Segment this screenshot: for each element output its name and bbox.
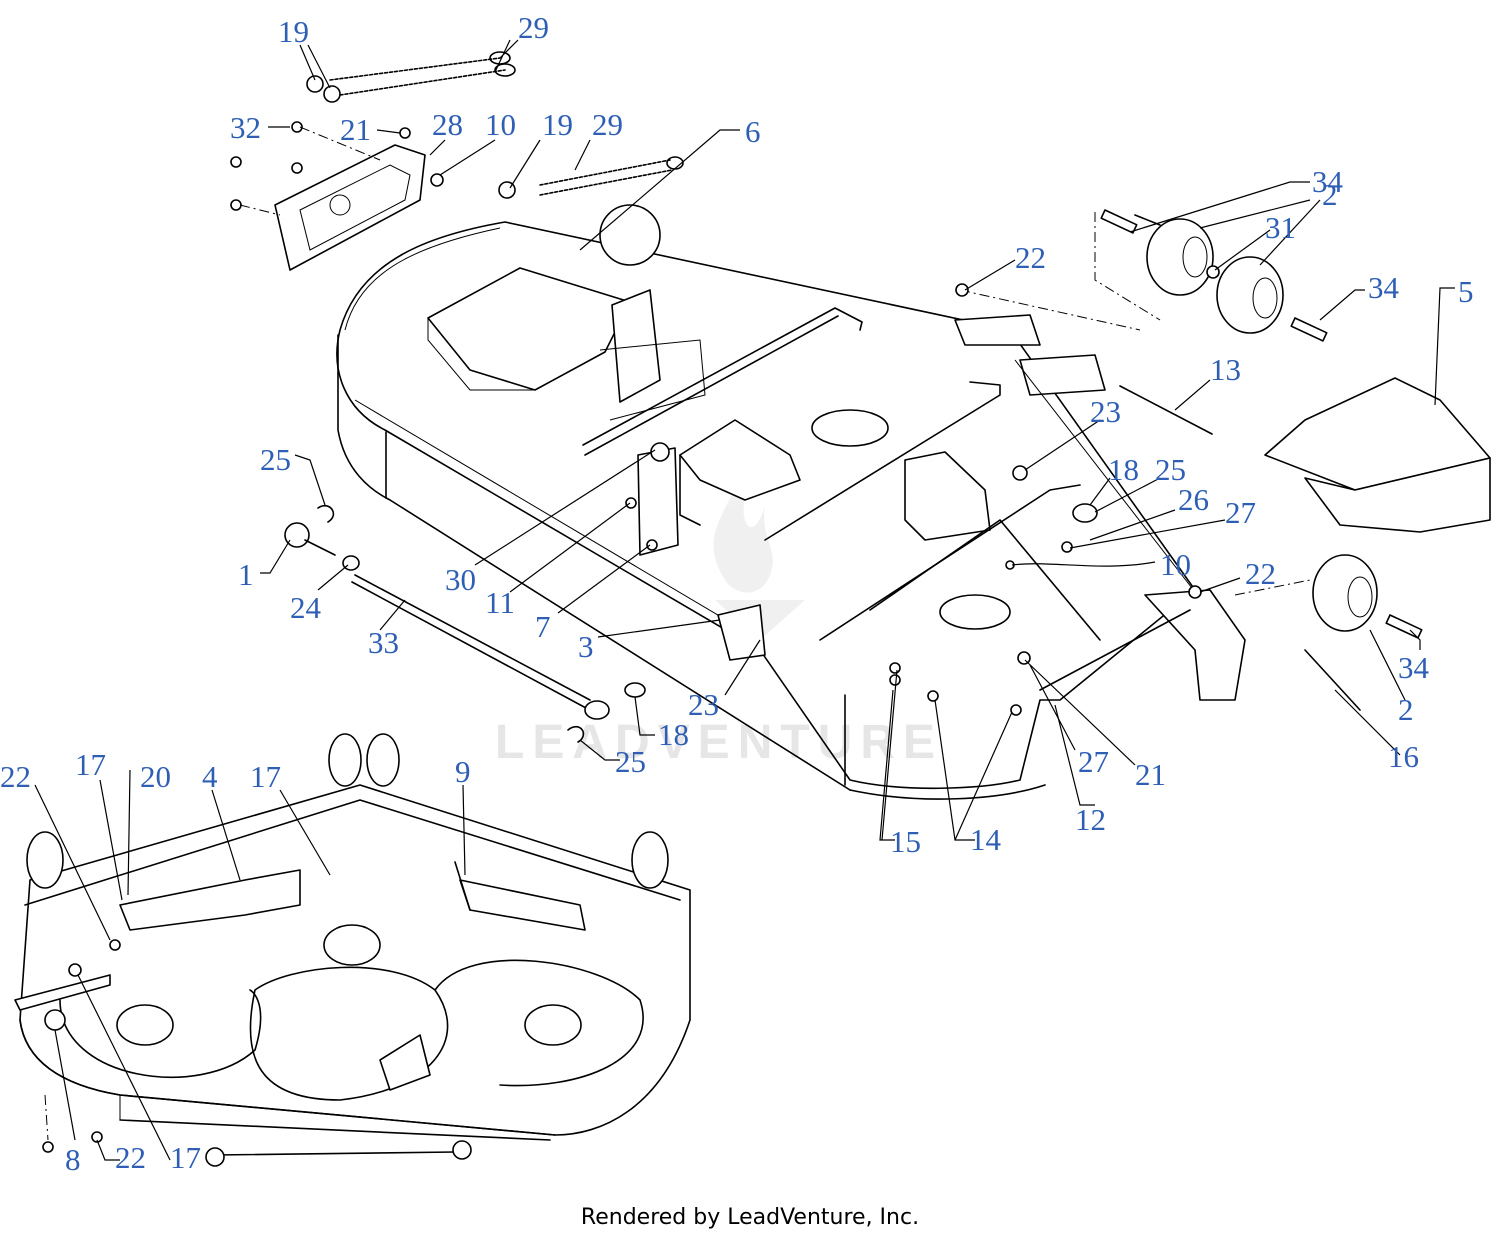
mower-deck-underside [14,733,691,1167]
callout-14: 14 [970,822,1002,857]
callout-17: 17 [170,1140,201,1175]
callout-32: 32 [230,110,261,145]
callout-11: 11 [485,585,515,620]
callout-1: 1 [238,557,254,592]
callout-30: 30 [445,562,476,597]
spring-29-middle [539,156,684,196]
cover-5 [1264,377,1491,533]
callout-34: 34 [1312,164,1344,199]
callout-2: 2 [1322,177,1338,212]
callout-34: 34 [1398,650,1430,685]
watermark: LEADVENTURE [495,716,943,769]
rod-33 [284,505,646,743]
callout-4: 4 [202,759,218,794]
callout-5: 5 [1458,274,1474,309]
callout-20: 20 [140,759,171,794]
callout-3: 3 [578,629,594,664]
callout-29: 29 [592,107,623,142]
callout-22: 22 [115,1140,146,1175]
callout-34: 34 [1368,270,1400,305]
callout-19: 19 [278,14,309,49]
callout-31: 31 [1265,210,1296,245]
callout-25: 25 [260,442,291,477]
callout-17: 17 [75,747,106,782]
callout-2: 2 [1398,692,1414,727]
callout-25: 25 [1155,452,1186,487]
callout-24: 24 [290,590,322,625]
spring-29-top [329,51,516,96]
callout-33: 33 [368,625,399,660]
callout-22: 22 [0,759,31,794]
callout-22: 22 [1245,556,1276,591]
callout-16: 16 [1388,739,1419,774]
callout-17: 17 [250,759,281,794]
footer-credit: Rendered by LeadVenture, Inc. [580,1205,920,1230]
mower-deck-main [336,221,1246,800]
callout-21: 21 [340,112,371,147]
callout-13: 13 [1210,352,1241,387]
callout-23: 23 [1090,394,1121,429]
callout-21: 21 [1135,757,1166,792]
callout-22: 22 [1015,240,1046,275]
bracket-28 [274,144,444,271]
gauge-wheels-2 [599,204,1423,711]
hardware-misc [625,283,1202,716]
callout-15: 15 [890,824,921,859]
callout-28: 28 [432,107,463,142]
callout-7: 7 [535,609,551,644]
leader-lines [34,39,1455,1161]
callout-12: 12 [1075,802,1106,837]
callouts: 19 29 32 21 28 10 19 29 6 34 2 31 22 34 … [0,10,1474,1177]
callout-26: 26 [1178,482,1209,517]
callout-18: 18 [658,717,689,752]
callout-27: 27 [1078,744,1109,779]
callout-18: 18 [1108,452,1139,487]
callout-10: 10 [485,107,516,142]
callout-6: 6 [745,114,761,149]
callout-29: 29 [518,10,549,45]
callout-25: 25 [615,744,646,779]
callout-10: 10 [1160,547,1191,582]
callout-23: 23 [688,687,719,722]
callout-8: 8 [65,1142,81,1177]
callout-27: 27 [1225,495,1256,530]
callout-19: 19 [542,107,573,142]
callout-9: 9 [455,754,471,789]
